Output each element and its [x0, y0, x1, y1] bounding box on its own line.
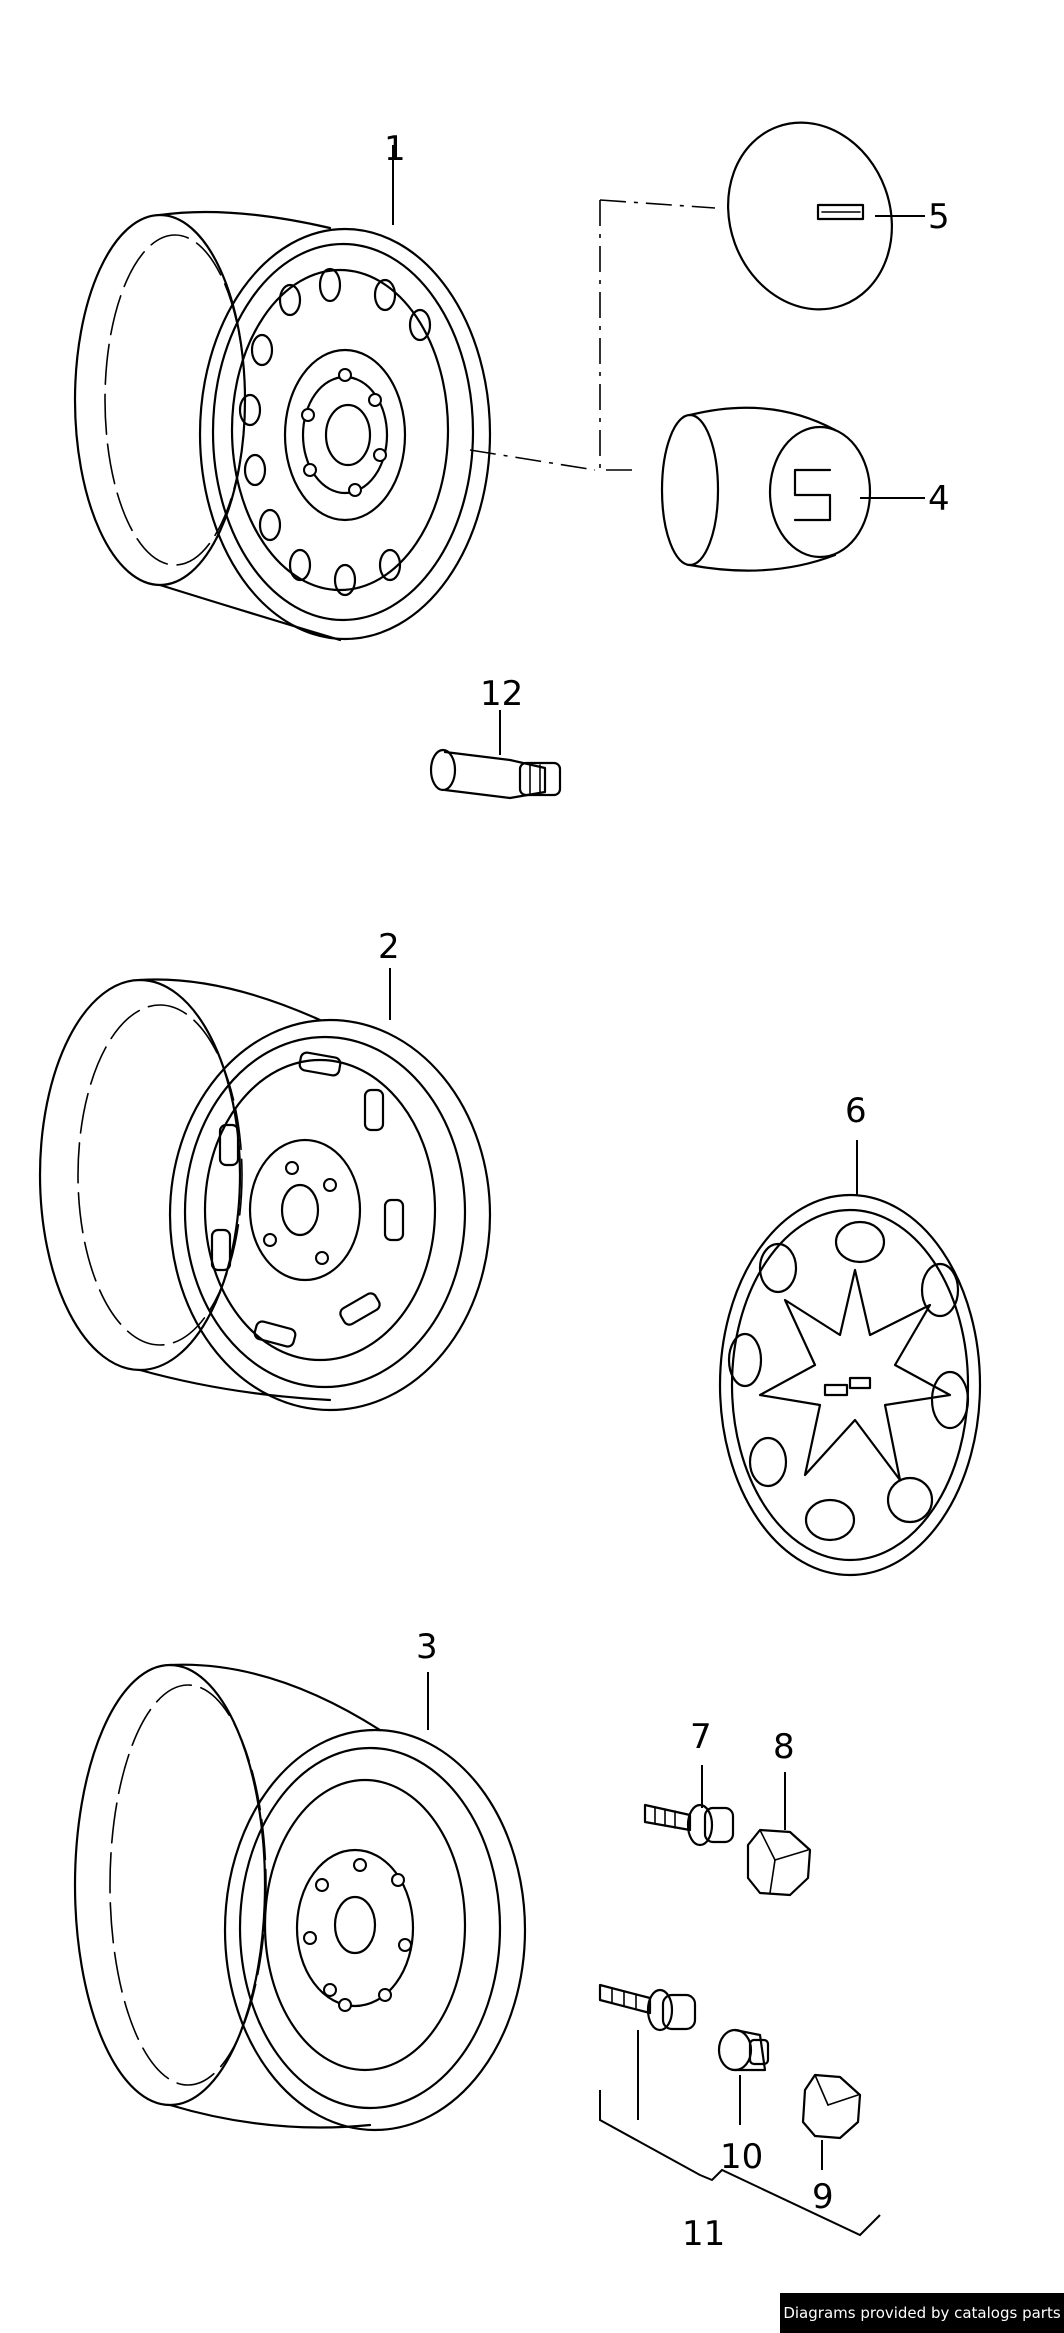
credit-badge: Diagrams provided by catalogs parts [780, 2293, 1064, 2333]
bolt-holes [301, 368, 387, 497]
callout-1: 1 [384, 129, 406, 169]
bolt-11 [598, 1983, 697, 2032]
callout-9: 9 [812, 2177, 834, 2217]
callout-12: 12 [480, 674, 523, 714]
callout-labels: 1 2 3 4 5 6 7 8 9 10 11 12 [378, 129, 950, 2254]
hubcap-windows [727, 1220, 970, 1542]
valve-12 [429, 710, 562, 800]
wheel-1 [73, 145, 492, 642]
center-cap-4 [660, 406, 925, 572]
callout-8: 8 [773, 1727, 795, 1767]
callout-10: 10 [720, 2137, 763, 2177]
wheel-2 [38, 968, 492, 1412]
bolt-7 [643, 1765, 735, 1847]
callout-7: 7 [690, 1717, 712, 1757]
wheel-3 [73, 1663, 527, 2132]
callout-5: 5 [928, 197, 950, 237]
callout-4: 4 [928, 479, 950, 519]
sleeve-10 [717, 2028, 770, 2072]
hexcap-9 [801, 2073, 862, 2140]
nut-8 [746, 1772, 812, 1897]
set-bracket [599, 2030, 881, 2237]
callout-6: 6 [845, 1091, 867, 1131]
assembly-line [469, 199, 716, 471]
slots [210, 1051, 405, 1348]
vent-holes [238, 267, 432, 597]
callout-11: 11 [682, 2214, 725, 2254]
callout-2: 2 [378, 927, 400, 967]
hubcap-6 [718, 1140, 982, 1577]
callout-3: 3 [416, 1627, 438, 1667]
center-cap-5 [727, 121, 925, 311]
